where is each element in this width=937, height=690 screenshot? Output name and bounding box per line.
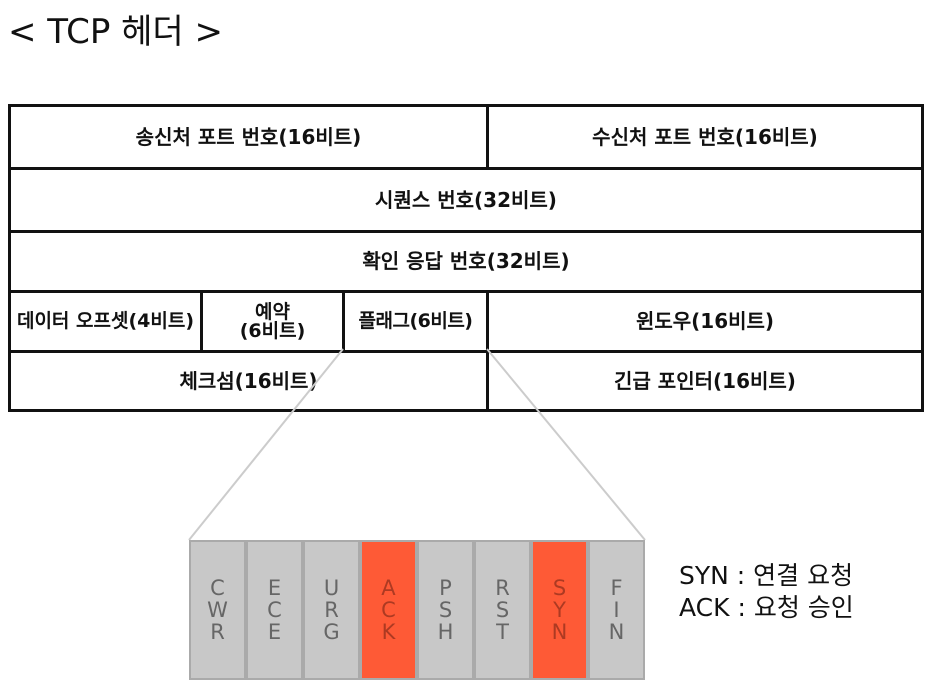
flags-field: 플래그(6비트) [358,310,474,332]
column-divider [486,107,489,170]
source-port-field: 송신처 포트 번호(16비트) [135,124,362,149]
sequence-number-field: 시퀀스 번호(32비트) [375,187,557,212]
column-divider [200,290,203,353]
flag-legend: SYN : 연결 요청 ACK : 요청 승인 [679,560,854,624]
data-offset-field: 데이터 오프셋(4비트) [16,310,195,332]
urgent-pointer-field: 긴급 포인터(16비트) [614,368,796,393]
legend-syn: SYN : 연결 요청 [679,561,854,590]
destination-port-field: 수신처 포트 번호(16비트) [592,124,818,149]
row-divider [11,167,921,170]
row-divider [11,350,921,353]
reserved-field: 예약 (6비트) [239,300,306,342]
tcp-header-table: 송신처 포트 번호(16비트) 수신처 포트 번호(16비트) 시퀀스 번호(3… [8,104,924,412]
page-title: < TCP 헤더 > [8,12,223,52]
checksum-field: 체크섬(16비트) [179,368,318,393]
ack-number-field: 확인 응답 번호(32비트) [362,249,570,273]
row-divider [11,230,921,233]
column-divider [342,290,345,353]
legend-ack: ACK : 요청 승인 [679,593,854,622]
window-field: 윈도우(16비트) [635,309,775,333]
row-divider [11,290,921,293]
